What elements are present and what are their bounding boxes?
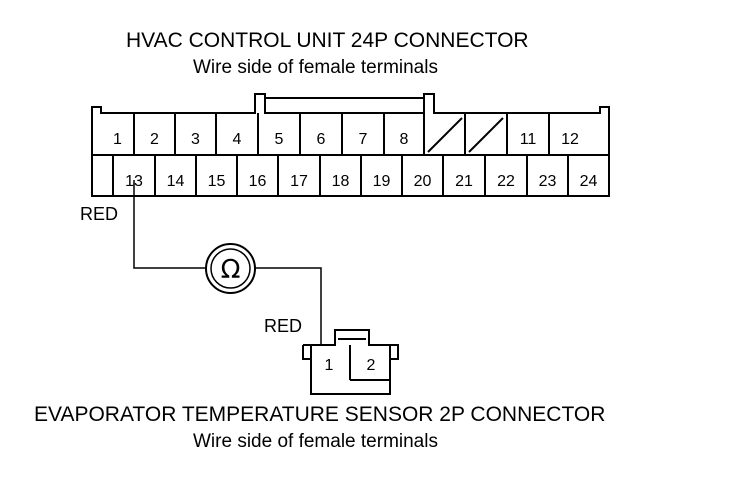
hvac-pin-17: 17 <box>290 173 308 190</box>
hvac-pin-7: 7 <box>359 131 368 148</box>
hvac-pin-4: 4 <box>233 131 242 148</box>
hvac-pin-15: 15 <box>208 173 226 190</box>
ohm-symbol: Ω <box>221 255 241 285</box>
sensor-connector-title: EVAPORATOR TEMPERATURE SENSOR 2P CONNECT… <box>34 403 606 426</box>
hvac-pin-5: 5 <box>275 131 284 148</box>
hvac-pin-16: 16 <box>249 173 267 190</box>
hvac-connector-title: HVAC CONTROL UNIT 24P CONNECTOR <box>126 29 529 52</box>
empty-cavity-slash <box>427 117 463 153</box>
hvac-pin-18: 18 <box>332 173 350 190</box>
hvac-pin-8: 8 <box>400 131 409 148</box>
hvac-pin-22: 22 <box>497 173 515 190</box>
hvac-pin-2: 2 <box>150 131 159 148</box>
sensor-2p-connector <box>302 329 399 395</box>
hvac-connector-subtitle: Wire side of female terminals <box>193 57 438 78</box>
hvac-pin-20: 20 <box>414 173 432 190</box>
sensor-wire-color-label: RED <box>264 316 303 336</box>
hvac-pin-19: 19 <box>373 173 391 190</box>
sensor-pin-2: 2 <box>367 357 376 374</box>
hvac-pin-12: 12 <box>561 131 579 148</box>
hvac-pin-1: 1 <box>113 131 122 148</box>
hvac-wire-color-label: RED <box>80 204 119 224</box>
hvac-pin-21: 21 <box>455 173 473 190</box>
sensor-connector-subtitle: Wire side of female terminals <box>193 431 438 452</box>
hvac-pin-23: 23 <box>539 173 557 190</box>
hvac-24p-connector <box>91 93 610 197</box>
hvac-pin-11: 11 <box>520 131 537 148</box>
hvac-pin-3: 3 <box>191 131 200 148</box>
ohmmeter-icon: Ω <box>205 243 256 294</box>
hvac-pin-24: 24 <box>580 173 598 190</box>
empty-cavity-slash <box>468 117 504 153</box>
test-wire <box>133 180 322 345</box>
hvac-pin-14: 14 <box>167 173 185 190</box>
sensor-pin-1: 1 <box>325 357 334 374</box>
hvac-pin-6: 6 <box>317 131 326 148</box>
